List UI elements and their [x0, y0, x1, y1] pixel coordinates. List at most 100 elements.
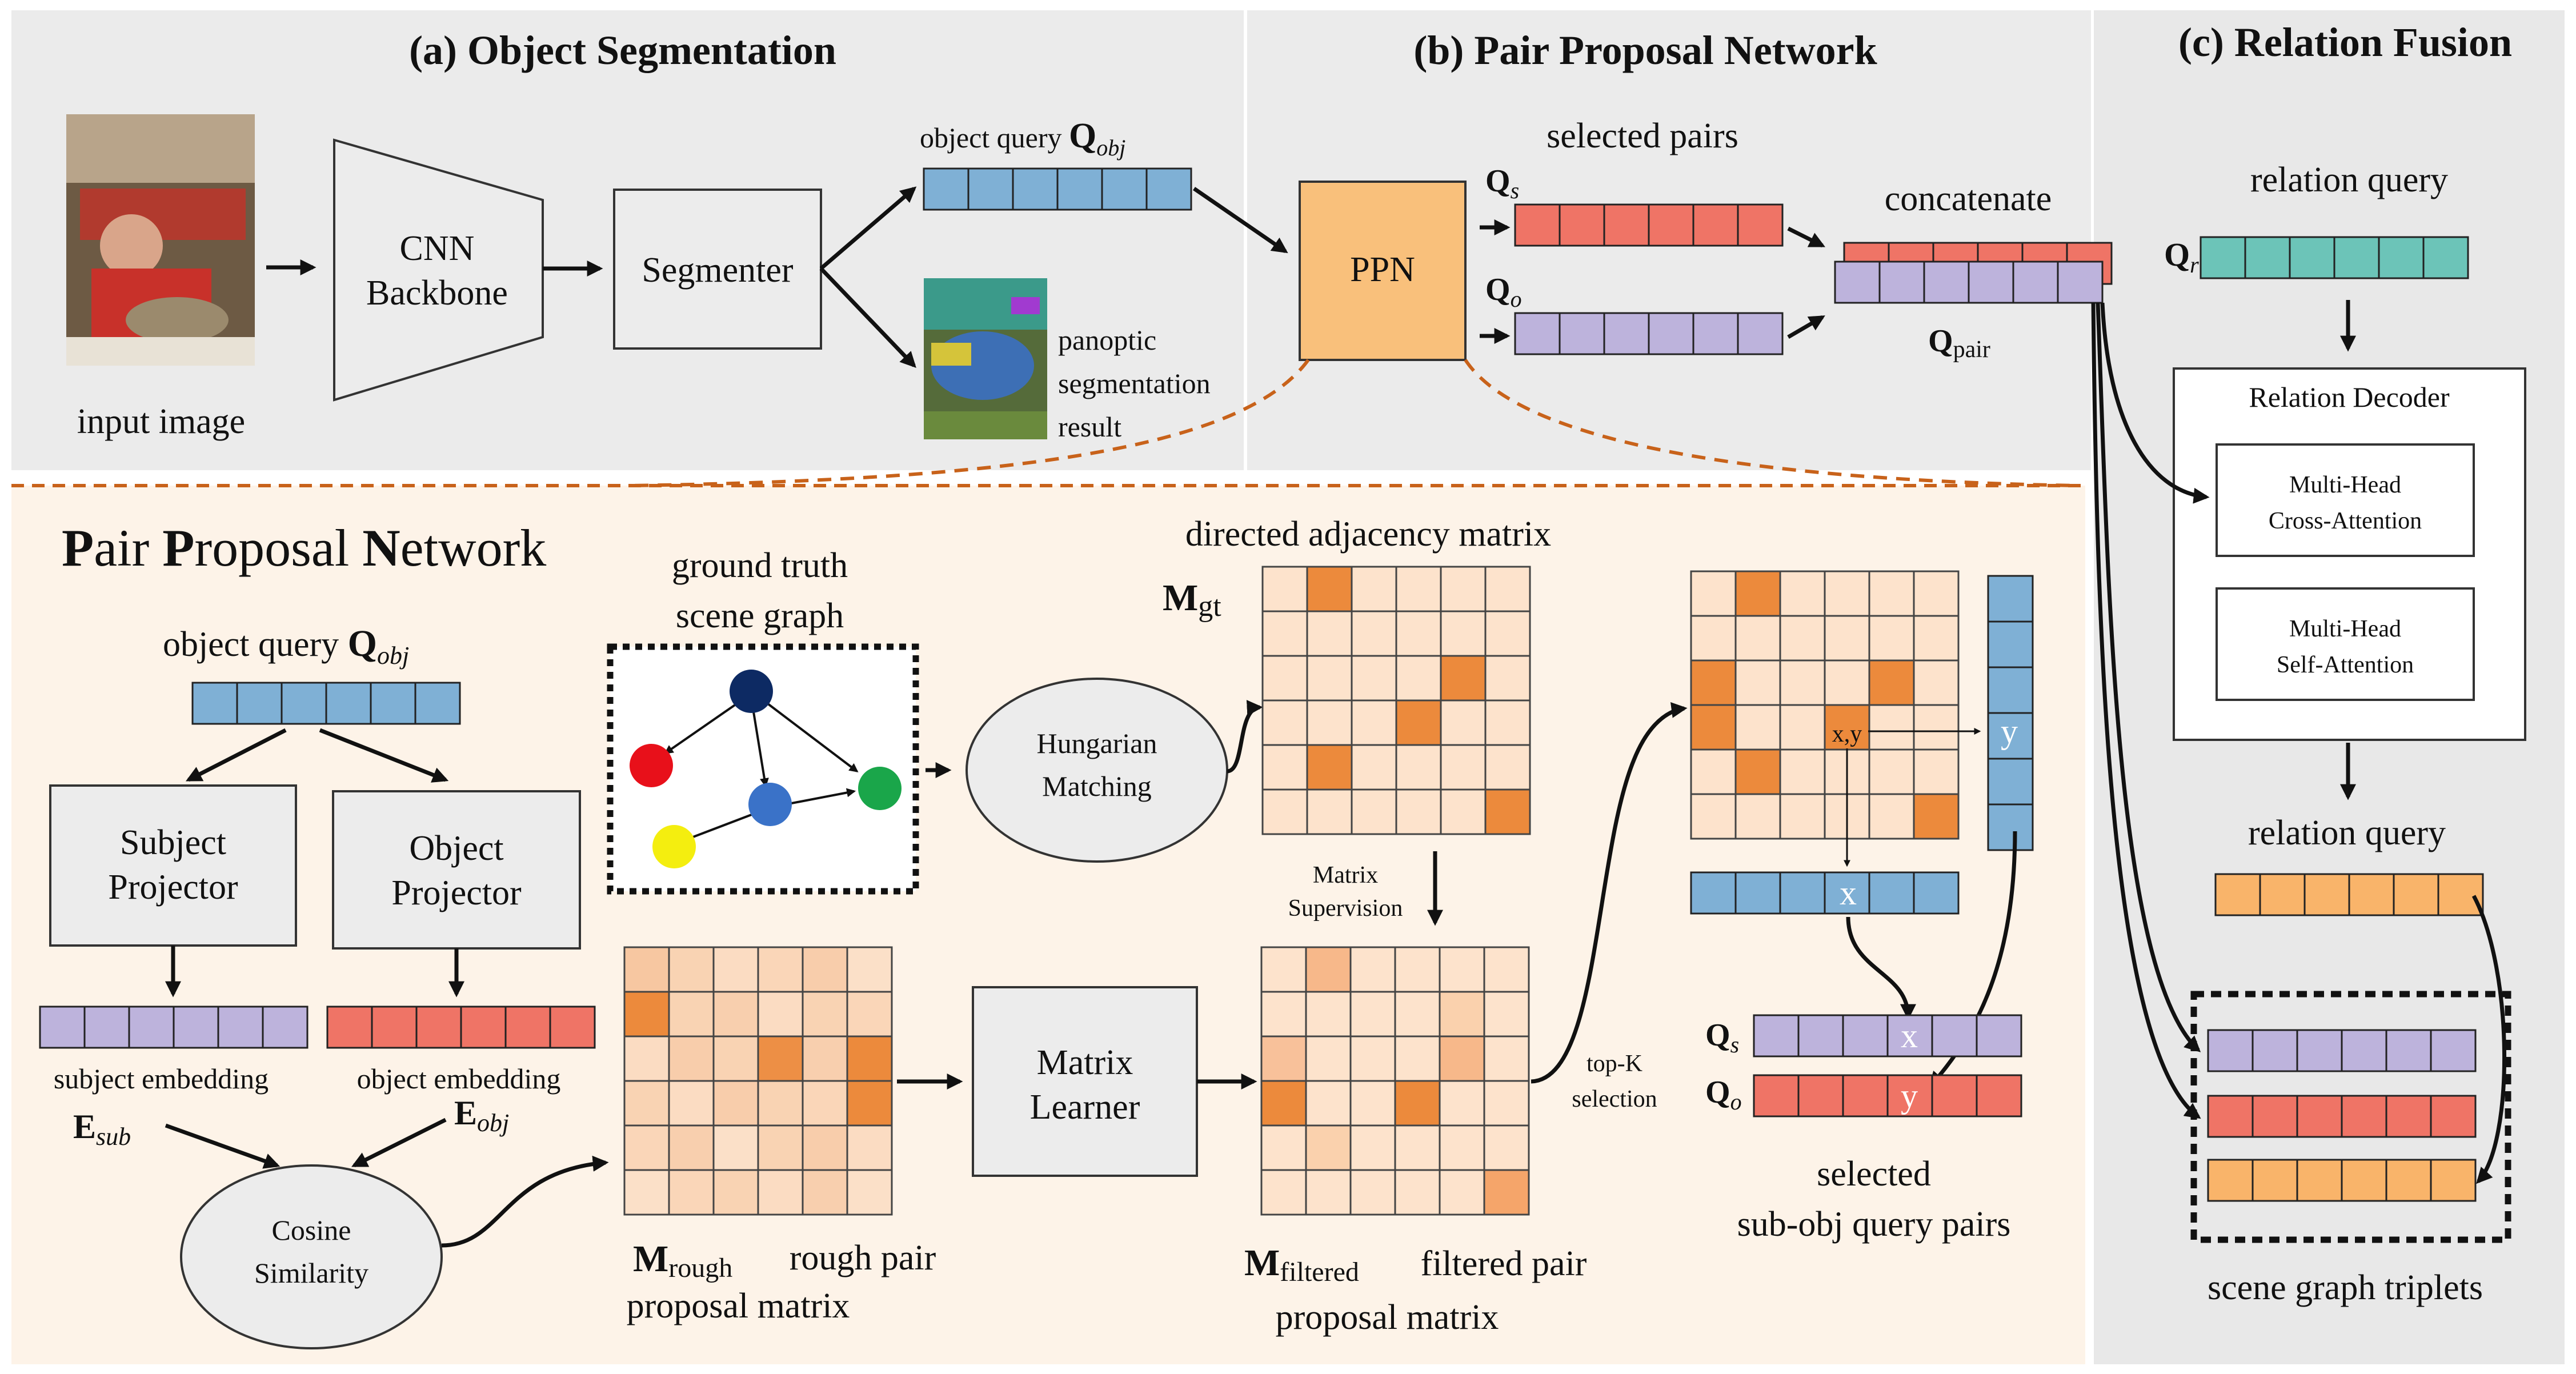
matrix-cell — [1690, 615, 1737, 662]
matrix-cell — [1779, 793, 1826, 840]
gt-adjacency-matrix — [1261, 566, 1531, 835]
cnn-label-line1: CNN — [400, 229, 475, 268]
vector-cell — [1913, 871, 1960, 915]
vector-cell — [2430, 1095, 2477, 1138]
matrix-cell — [1440, 744, 1487, 791]
triplets-label: scene graph triplets — [2208, 1268, 2483, 1307]
panoptic-label-line1: panoptic — [1058, 324, 1156, 356]
vector-cell — [2200, 236, 2246, 279]
vector-cell — [1987, 666, 2034, 714]
object-query-label-top: object query Qobj — [920, 117, 1125, 161]
matrix-cell — [1484, 744, 1531, 791]
matrix-cell — [1439, 1169, 1485, 1216]
matrix-cell — [1484, 655, 1531, 702]
matrix-cell — [1351, 699, 1397, 746]
graph-node — [858, 767, 902, 810]
filtered-label-line1: filtered pair — [1421, 1244, 1587, 1283]
matrix-cell — [1260, 1124, 1307, 1171]
matrix-cell — [1261, 610, 1308, 657]
matrix-cell — [712, 1169, 759, 1216]
qr-vector — [2200, 236, 2469, 279]
matrix-cell — [802, 1080, 848, 1127]
qs-vector-bottom — [1753, 1014, 2022, 1057]
relation-query-vector-bottom — [2214, 873, 2484, 916]
vector-cell — [2333, 236, 2380, 279]
vector-cell — [2422, 236, 2469, 279]
vector-cell — [2252, 1029, 2298, 1072]
vector-cell — [1976, 1014, 2022, 1057]
matrix-cell — [802, 1124, 848, 1171]
vector-cell — [1603, 312, 1650, 355]
matrix-cell — [1260, 946, 1307, 993]
segmenter-label: Segmenter — [642, 251, 793, 290]
vector-cell — [326, 1006, 373, 1049]
panoptic-label-line3: result — [1058, 411, 1121, 443]
vector-cell — [1968, 261, 2014, 304]
matrix-cell — [1349, 1080, 1396, 1127]
matrix-cell — [1734, 793, 1781, 840]
matrix-cell — [1305, 991, 1352, 1037]
vector-cell — [2207, 1029, 2254, 1072]
self-attention-box — [2216, 587, 2475, 701]
matrix-cell — [1349, 1124, 1396, 1171]
arrow-segmenter-to-query — [819, 186, 917, 270]
matrix-cell — [1305, 1080, 1352, 1127]
cnn-backbone-box — [333, 138, 544, 402]
concatenate-label: concatenate — [1885, 179, 2052, 218]
vector-cell — [191, 682, 238, 725]
matrix-cell — [1394, 946, 1441, 993]
arrow-query-to-object-projector — [319, 728, 449, 783]
cnn-label-line2: Backbone — [366, 274, 508, 313]
y-col-label: y — [2001, 712, 2018, 750]
arrow-filtered-to-selection — [1531, 702, 1688, 1084]
vector-cell — [39, 1006, 86, 1049]
triplet-subject-vector — [2207, 1029, 2477, 1072]
matrix-cell — [1868, 793, 1915, 840]
vector-cell — [2437, 873, 2484, 916]
gt-graph-edges — [664, 699, 859, 842]
vector-cell — [2207, 1159, 2254, 1202]
vector-cell — [1514, 203, 1561, 247]
object-projector-line2: Projector — [391, 874, 522, 912]
m-filtered-label: Mfiltered — [1244, 1242, 1359, 1287]
matrix-cell — [802, 1169, 848, 1216]
vector-cell — [1987, 712, 2034, 760]
matrix-cell — [1351, 744, 1397, 791]
selected-pairs-line1: selected — [1817, 1155, 1931, 1193]
matrix-cell — [1349, 1169, 1396, 1216]
vector-cell — [504, 1006, 551, 1049]
cosine-line1: Cosine — [272, 1214, 351, 1246]
object-embedding-label: object embedding — [357, 1063, 561, 1095]
vector-cell — [1987, 575, 2034, 623]
matrix-cell — [1913, 615, 1960, 662]
matrix-learner-line1: Matrix — [1037, 1043, 1133, 1082]
matrix-cell — [1824, 704, 1870, 751]
matrix-cell — [1260, 1035, 1307, 1082]
vector-cell — [2393, 873, 2439, 916]
vector-cell — [2430, 1159, 2477, 1202]
selection-matrix — [1690, 570, 1960, 840]
matrix-cell — [1440, 655, 1487, 702]
selected-pairs-label: selected pairs — [1547, 117, 1738, 155]
vector-cell — [2259, 873, 2306, 916]
matrix-cell — [712, 1080, 759, 1127]
matrix-cell — [1440, 566, 1487, 612]
matrix-cell — [623, 1124, 670, 1171]
matrix-cell — [802, 946, 848, 993]
matrix-cell — [1395, 744, 1442, 791]
vector-cell — [415, 1006, 462, 1049]
vector-cell — [2289, 236, 2335, 279]
matrix-cell — [1395, 699, 1442, 746]
matrix-cell — [1734, 748, 1781, 795]
vector-cell — [1692, 312, 1739, 355]
matrix-cell — [846, 1080, 893, 1127]
vector-cell — [1987, 620, 2034, 668]
detail-object-query-label: object query Qobj — [163, 623, 409, 670]
graph-node — [630, 744, 673, 787]
arrow-query-to-subject-projector — [186, 728, 287, 782]
matrix-cell — [802, 1035, 848, 1082]
vector-cell — [967, 167, 1014, 211]
arrow-qpair-to-triplet-obj — [2091, 302, 2201, 1119]
matrix-cell — [1306, 788, 1353, 835]
